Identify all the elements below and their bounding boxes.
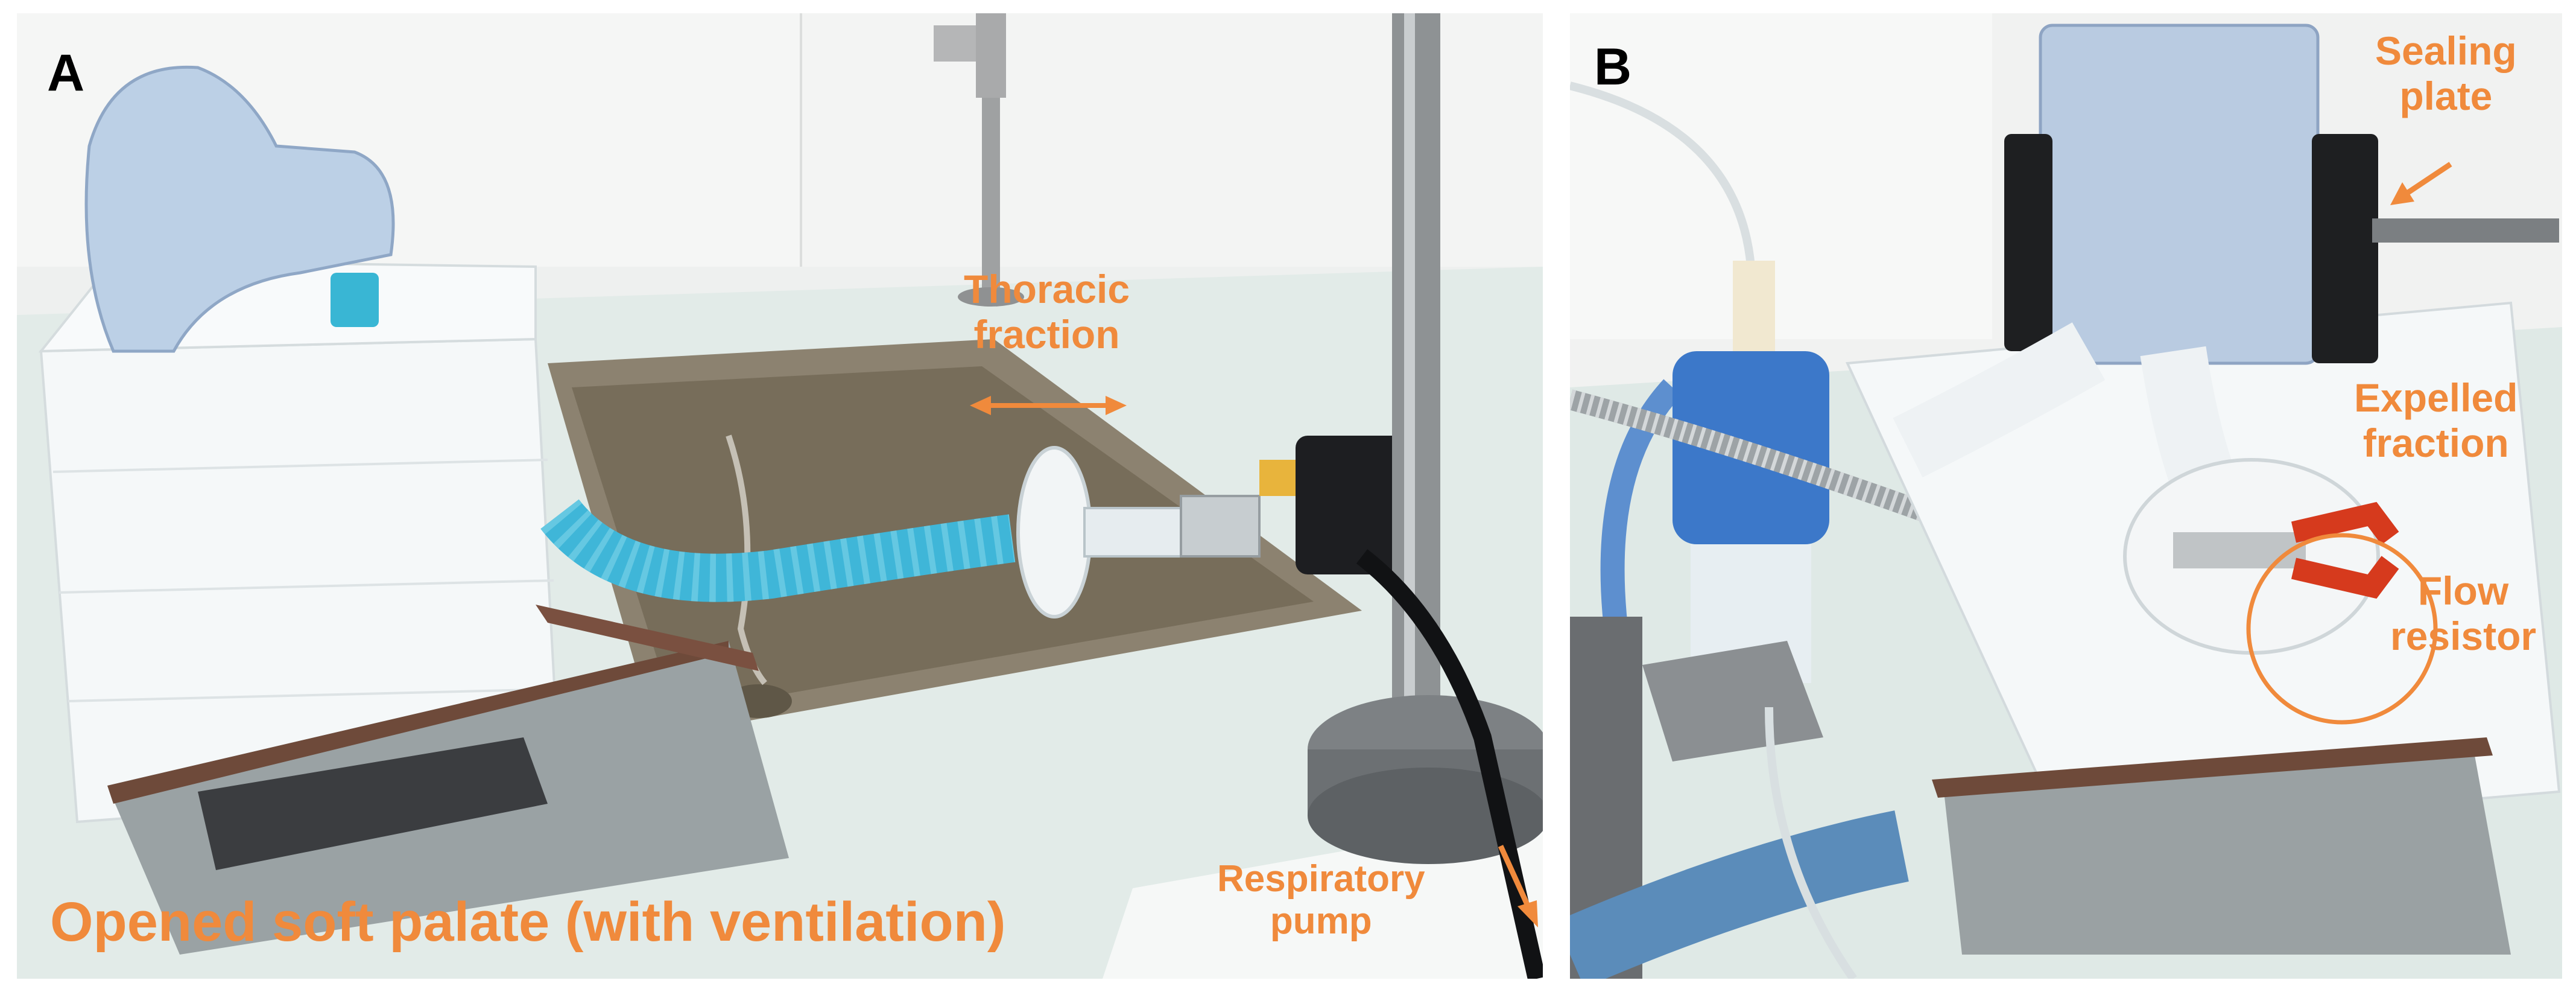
panel-b-letter: B (1594, 38, 1632, 96)
panel-a-photo (17, 13, 1543, 979)
connector (1083, 507, 1182, 558)
pump-arrow (1498, 845, 1534, 914)
flow-resistor-label: Flow resistor (2390, 568, 2537, 658)
holder-clamp (1642, 641, 1823, 761)
sealing-arrow (2404, 162, 2452, 197)
filter (1016, 446, 1092, 618)
faucet-base (958, 287, 1024, 307)
foam-tube (1570, 810, 1909, 979)
sealing-plate-label: Sealing plate (2375, 28, 2517, 118)
nasal-replica (2039, 24, 2320, 365)
thoracic-fraction-label: Thoracic fraction (964, 267, 1130, 357)
respiratory-pump-label: Respiratory pump (1217, 858, 1425, 943)
panel-a: A Thoracic fraction Respiratory pump Ope… (17, 13, 1543, 979)
sampling-tube (1570, 81, 1755, 351)
caption-label: Opened soft palate (with ventilation) (50, 891, 1006, 953)
sealing-plate-left (2004, 134, 2052, 351)
nasal-replica (84, 65, 395, 353)
faucet-stem (982, 98, 1000, 291)
mount-block (198, 737, 548, 870)
side-tube (1893, 322, 2106, 478)
panel-a-letter: A (47, 44, 85, 102)
replica-outlet (331, 273, 379, 327)
board (536, 605, 759, 671)
threaded-rod (2372, 218, 2559, 243)
expelled-fraction-label: Expelled fraction (2354, 375, 2518, 465)
clamp (1296, 436, 1404, 574)
flow-resistor-circle (2246, 533, 2438, 725)
adapter (1180, 495, 1261, 558)
sealing-plate-right (2312, 134, 2378, 363)
faucet-pipe (976, 13, 1006, 98)
panel-b: B Sealing plate Expelled fraction Flow r… (1570, 13, 2562, 979)
alligator-clamp (2173, 532, 2306, 568)
panel-b-photo (1570, 13, 2562, 979)
base-plate (1944, 755, 2511, 955)
red-grip (2291, 501, 2399, 545)
